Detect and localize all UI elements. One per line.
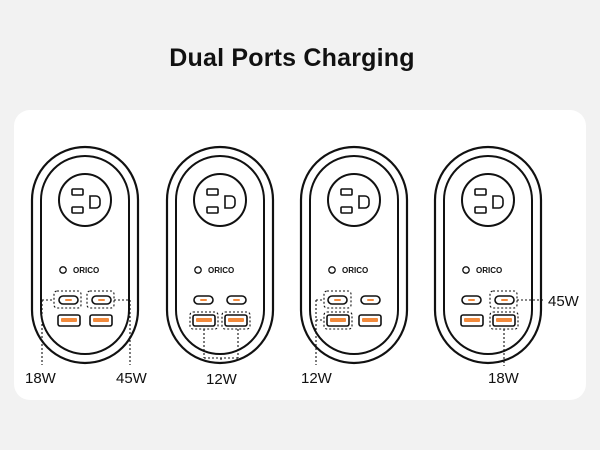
port-label: 12W [301,370,332,387]
adapter-4: ORICO [433,145,544,366]
port-label: 18W [488,370,519,387]
adapter-1: ORICO [30,145,140,365]
adapter-2: ORICO [165,145,275,366]
port-label: 12W [206,371,237,388]
brand-logo: ORICO [73,266,99,275]
page-title: Dual Ports Charging [169,44,415,72]
brand-logo: ORICO [342,266,368,275]
port-label: 45W [548,293,579,310]
adapter-3: ORICO [299,145,409,365]
port-label: 18W [25,370,56,387]
brand-logo: ORICO [208,266,234,275]
brand-logo: ORICO [476,266,502,275]
port-label: 45W [116,370,147,387]
